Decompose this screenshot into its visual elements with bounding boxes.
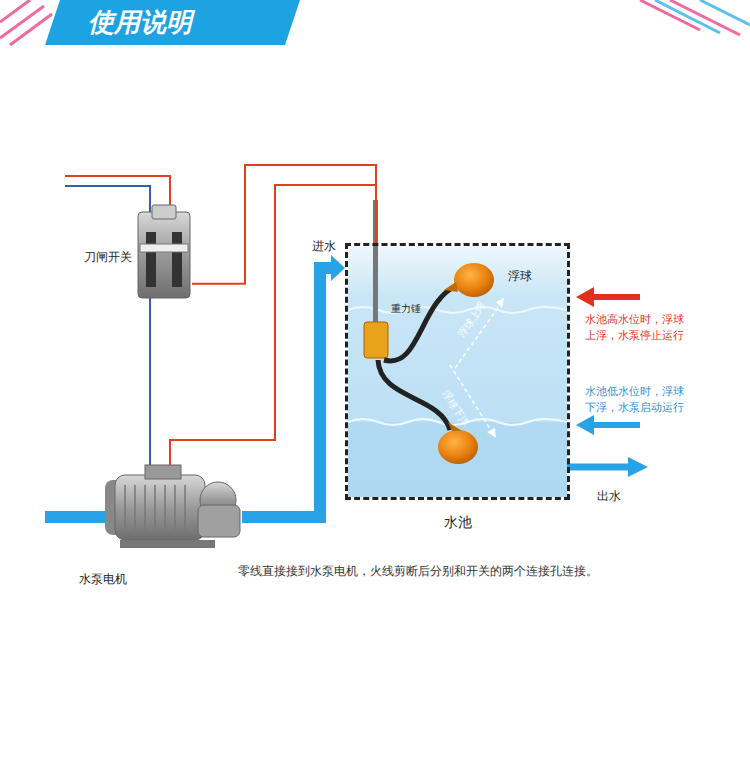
float-cable <box>384 285 458 361</box>
float-ball <box>444 282 458 292</box>
note-label: 出水 <box>597 488 621 505</box>
live-wire <box>192 165 376 284</box>
note-label: 浮球 <box>508 268 532 285</box>
float-ball <box>454 263 494 297</box>
neutral-wire <box>65 186 150 468</box>
note-label: 重力锤 <box>391 302 421 317</box>
tank-water <box>348 246 567 497</box>
arrowhead <box>331 255 345 281</box>
note-label: 水池低水位时，浮球下浮，水泵启动运行 <box>585 384 693 416</box>
title: 使用说明 <box>88 5 192 40</box>
water-wave <box>348 307 567 313</box>
gravity-weight <box>364 322 388 358</box>
knife-switch <box>138 205 190 298</box>
pump-motor <box>105 465 240 548</box>
water-tank: 水池 <box>345 243 570 500</box>
header-stripes <box>0 0 52 45</box>
water-pipe <box>242 268 331 517</box>
float-cable <box>378 360 450 430</box>
high-level-arrow <box>576 287 594 307</box>
note-label: 水池高水位时，浮球上浮，水泵停止运行 <box>585 312 693 344</box>
low-level-arrow <box>576 415 594 435</box>
knife-switch-box: 刀闸开关 <box>136 205 192 300</box>
pump-motor-box: 水泵电机 <box>104 465 242 550</box>
edge-label: 进水 <box>310 238 338 255</box>
node-label: 水池 <box>444 514 472 532</box>
node-label: 水泵电机 <box>79 571 127 588</box>
inlet-pipe <box>45 511 105 523</box>
float-ball <box>438 430 478 464</box>
outlet-pipe <box>567 464 630 471</box>
caption: 零线直接接到水泵电机，火线剪断后分别和开关的两个连接孔连接。 <box>238 563 598 580</box>
node-label: 刀闸开关 <box>84 249 132 266</box>
high-level-arrow <box>592 294 640 300</box>
low-level-arrow <box>592 422 640 428</box>
water-pipe <box>242 255 345 517</box>
low-water <box>348 422 567 497</box>
header-bar <box>45 0 300 45</box>
header-stripes <box>640 0 740 35</box>
header-stripes <box>655 0 750 33</box>
float-up-arrow <box>496 298 504 308</box>
live-wire <box>192 165 376 284</box>
float-down-arrow <box>487 428 496 438</box>
outlet-arrow <box>628 457 648 477</box>
